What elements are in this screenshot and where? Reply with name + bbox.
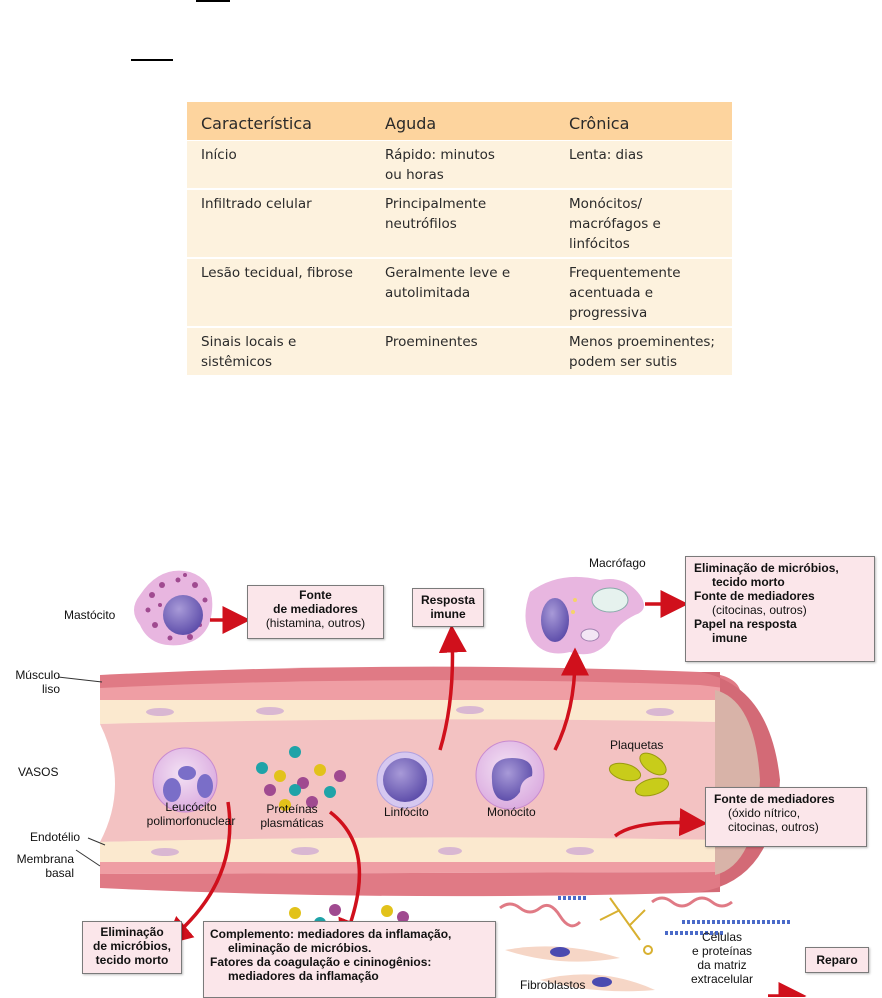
endothelium-bottom (100, 837, 720, 862)
box-fonte-mediadores-endotelio: Fonte de mediadores (óxido nítrico, cito… (705, 787, 867, 847)
label-linfocito: Linfócito (384, 805, 429, 819)
arrow-endothelium-to-box (613, 808, 708, 838)
endothelium-top (100, 700, 720, 724)
cell: Lesão tecidual, fibrose (187, 257, 371, 327)
table-row: Infiltrado celular Principalmente neutró… (187, 188, 732, 258)
monocyte-icon (475, 740, 545, 810)
label-mastocito: Mastócito (64, 608, 116, 622)
label-vasos: VASOS (18, 765, 59, 779)
table-header-row: Característica Aguda Crônica (187, 102, 732, 141)
comparison-table: Característica Aguda Crônica Início Rápi… (187, 102, 732, 375)
box-fonte-mediadores-mastocito: Fonte de mediadores (histamina, outros) (247, 585, 384, 639)
fibroblasts-icon (505, 946, 655, 992)
label-endotelio: Endotélio (30, 830, 81, 844)
cell: Infiltrado celular (187, 188, 371, 258)
box-macrofago-funcoes: Eliminação de micróbios, tecido morto Fo… (685, 556, 875, 662)
cell: Rápido: minutos ou horas (371, 140, 555, 189)
box-resposta-imune: Resposta imune (412, 588, 484, 627)
table-row: Início Rápido: minutos ou horas Lenta: d… (187, 140, 732, 189)
smooth-muscle-bottom (100, 872, 720, 897)
cell: Geralmente leve e autolimitada (371, 257, 555, 327)
box-reparo: Reparo (805, 947, 869, 973)
cell: Menos proeminentes; podem ser sutis (555, 326, 732, 375)
cell: Sinais locais e sistêmicos (187, 326, 371, 375)
neutrophil-icon (152, 747, 218, 813)
cell: Proeminentes (371, 326, 555, 375)
lymphocyte-icon (376, 751, 434, 809)
leader-lines (57, 676, 106, 867)
label-plaquetas: Plaquetas (610, 738, 664, 752)
header-caracteristica: Característica (187, 102, 371, 141)
table-row: Lesão tecidual, fibrose Geralmente leve … (187, 257, 732, 327)
basement-membrane (100, 862, 720, 874)
cell: Frequentemente acentuada e progressiva (555, 257, 732, 327)
extracellular-matrix-icon (499, 896, 792, 955)
arrow-proteins-out (328, 810, 365, 948)
arrow-lymphocyte-to-immune (438, 624, 467, 751)
cell: Lenta: dias (555, 140, 732, 189)
box-complemento: Complemento: mediadores da inflamação, e… (203, 921, 496, 998)
cell: Monócitos/ macrófagos e linfócitos (555, 188, 732, 258)
heading-underline-2 (131, 59, 173, 61)
plasma-proteins-icon (256, 746, 346, 811)
header-cronica: Crônica (555, 102, 732, 141)
box-eliminacao-microbios: Eliminação de micróbios, tecido morto (82, 921, 182, 974)
inflammation-diagram (57, 570, 807, 997)
label-monocito: Monócito (487, 805, 536, 819)
arrow-neutrophil-out (164, 801, 232, 945)
label-macrofago: Macrófago (589, 556, 646, 570)
macrophage-icon (525, 576, 644, 655)
cell: Principalmente neutrófilos (371, 188, 555, 258)
table-row: Sinais locais e sistêmicos Proeminentes … (187, 326, 732, 375)
label-fibroblastos: Fibroblastos (520, 978, 586, 992)
cell: Início (187, 140, 371, 189)
heading-underline-1 (196, 0, 230, 2)
platelets-icon (608, 752, 670, 797)
arrow-monocyte-to-macrophage (553, 647, 589, 751)
arrows (164, 590, 807, 997)
header-aguda: Aguda (371, 102, 555, 141)
mast-cell-icon (134, 570, 213, 646)
